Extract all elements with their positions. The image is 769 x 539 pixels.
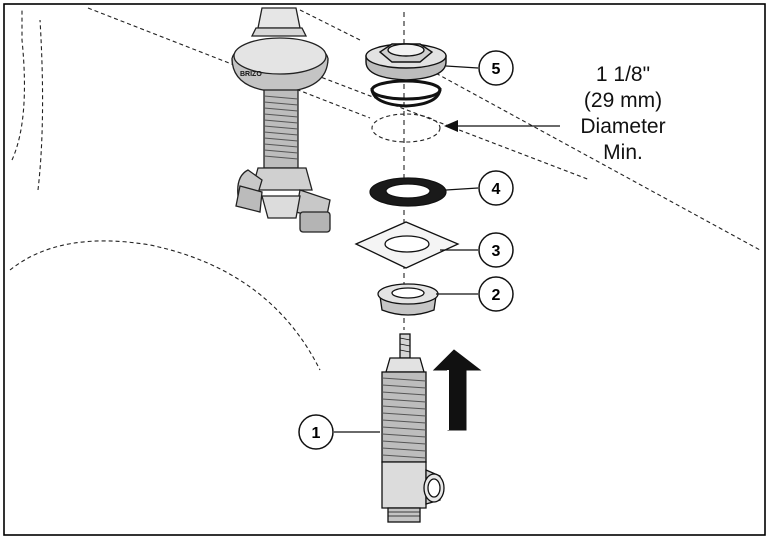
callout-4: 4 — [478, 170, 514, 206]
part-1-valve — [381, 333, 445, 523]
install-direction-arrow-icon — [432, 349, 482, 431]
part-3-plate — [354, 221, 460, 269]
countertop-outline — [9, 7, 761, 371]
part-5-lock-nut — [365, 43, 447, 108]
part-4-gasket — [369, 177, 447, 207]
faucet-body: BRIZO — [231, 7, 331, 233]
dimension-arrowhead-icon — [444, 120, 458, 132]
callout-5: 5 — [478, 50, 514, 86]
callout-4-label: 4 — [492, 181, 501, 198]
callout-1: 1 — [298, 414, 334, 450]
dimension-size: 1 1/8" — [595, 63, 651, 86]
callout-2-label: 2 — [492, 287, 501, 304]
callout-1-label: 1 — [312, 425, 321, 442]
dimension-label-text: Diameter — [580, 115, 666, 138]
dimension-qualifier: Min. — [603, 141, 643, 164]
dimension-label: 1 1/8" (29 mm) Diameter Min. — [558, 62, 688, 166]
callout-2: 2 — [478, 276, 514, 312]
callout-3-label: 3 — [492, 243, 501, 260]
callout-3: 3 — [478, 232, 514, 268]
part-2-mounting-nut — [377, 283, 439, 316]
leader-lines — [334, 65, 560, 433]
callout-5-label: 5 — [492, 61, 501, 78]
diagram-border — [3, 3, 766, 536]
hole-diameter-ring — [371, 113, 441, 143]
dimension-metric: (29 mm) — [583, 89, 663, 112]
faucet-stamp: BRIZO — [240, 71, 262, 78]
